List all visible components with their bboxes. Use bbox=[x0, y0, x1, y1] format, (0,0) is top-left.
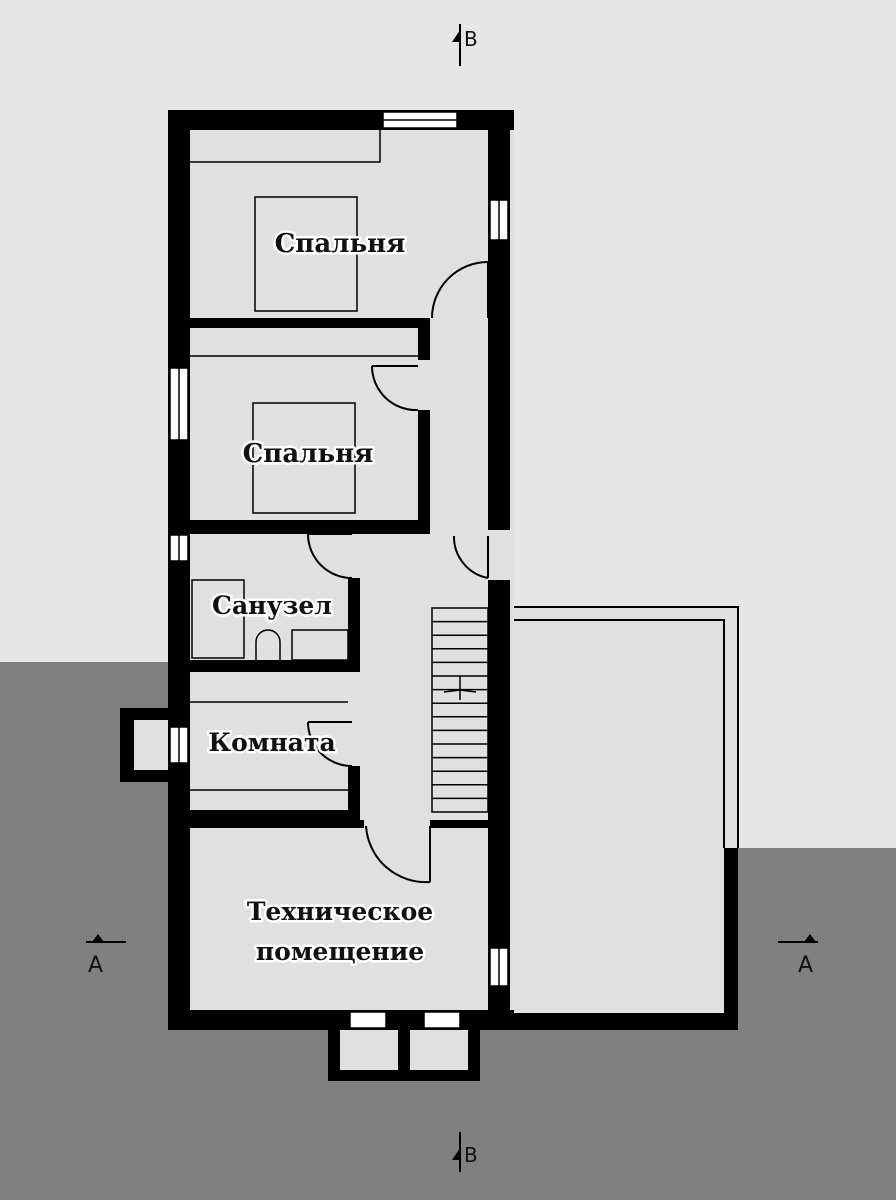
bay-bottom bbox=[328, 1025, 480, 1081]
section-marker-left: A bbox=[86, 934, 126, 978]
room-label-technical-line2: помещение bbox=[256, 937, 424, 966]
furniture bbox=[190, 130, 418, 791]
ground-left bbox=[0, 662, 175, 1200]
bay-left bbox=[120, 708, 170, 782]
bed-2 bbox=[252, 402, 356, 514]
ground-right bbox=[730, 848, 896, 1200]
section-label-top: B bbox=[464, 27, 478, 51]
room-label-bedroom-1: Спальня bbox=[275, 229, 406, 259]
interior-walls bbox=[190, 318, 500, 828]
room-label-bedroom-2: Спальня bbox=[243, 439, 374, 469]
toilet bbox=[255, 629, 281, 660]
section-marker-right: A bbox=[778, 934, 818, 978]
carport bbox=[500, 606, 739, 1030]
house-floor bbox=[168, 110, 514, 1028]
stair-direction-arrow bbox=[443, 676, 477, 700]
section-marker-top: B bbox=[452, 24, 478, 66]
room-label-room: Комната bbox=[208, 728, 335, 757]
room-label-technical-line1: Техническое bbox=[247, 897, 433, 926]
staircase bbox=[431, 607, 489, 813]
section-marker-bottom: B bbox=[452, 1132, 478, 1172]
section-label-right: A bbox=[798, 953, 813, 978]
room-label-bathroom: Санузел bbox=[212, 591, 332, 620]
wardrobe-1 bbox=[190, 130, 381, 163]
sink bbox=[291, 629, 349, 661]
section-label-left: A bbox=[88, 953, 103, 978]
bath-fixture bbox=[191, 579, 245, 659]
bed-1 bbox=[254, 196, 358, 312]
windows bbox=[169, 111, 509, 1029]
section-label-bottom: B bbox=[464, 1143, 478, 1167]
doors bbox=[307, 261, 489, 884]
